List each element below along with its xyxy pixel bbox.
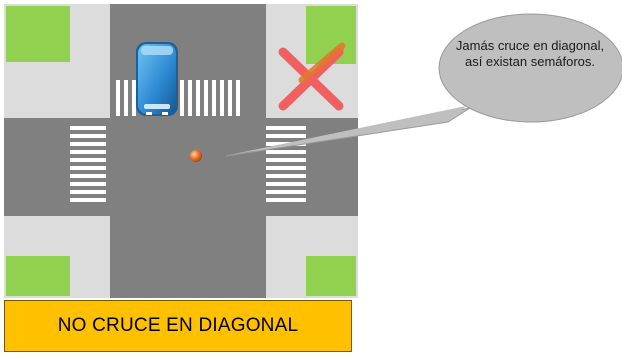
diagonal-arrow-mark xyxy=(298,42,346,84)
speech-bubble-text: Jamás cruce en diagonal, así existan sem… xyxy=(455,38,605,69)
pedestrian-icon xyxy=(190,150,202,162)
crosswalk-top xyxy=(116,80,240,116)
warning-banner: NO CRUCE EN DIAGONAL xyxy=(4,300,352,352)
speech-bubble xyxy=(225,13,622,157)
car-icon xyxy=(136,42,178,116)
grass-bottom-right xyxy=(306,256,356,296)
grass-top-left xyxy=(6,6,70,62)
crosswalk-left xyxy=(70,126,106,202)
grass-bottom-left xyxy=(6,256,70,296)
